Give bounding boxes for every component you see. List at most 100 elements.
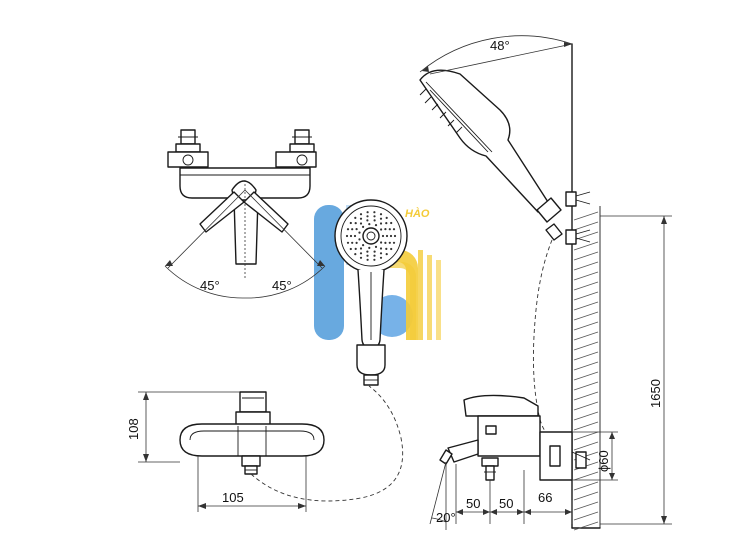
nozzle-dot bbox=[355, 241, 358, 244]
nozzle-dot bbox=[373, 211, 376, 214]
height-total-label: 1650 bbox=[648, 379, 663, 408]
hatch-line bbox=[573, 511, 599, 521]
nozzle-dot bbox=[388, 228, 391, 231]
hatch-line bbox=[573, 521, 599, 531]
offset-wall-label: 66 bbox=[538, 490, 552, 505]
hatch-line bbox=[573, 281, 599, 291]
hatch-line bbox=[573, 311, 599, 321]
shower-head-front bbox=[334, 199, 408, 386]
hatch-line bbox=[573, 271, 599, 281]
hatch-line bbox=[573, 471, 599, 481]
side-elevation: 48° 1650 ϕ60 bbox=[419, 35, 672, 531]
angle-spout-label: 20° bbox=[436, 510, 456, 525]
nozzle-dot bbox=[366, 219, 369, 222]
hatch-line bbox=[573, 221, 599, 231]
hatch-line bbox=[573, 321, 599, 331]
nozzle-dot bbox=[351, 228, 354, 231]
mixer-front-view: 108 105 bbox=[126, 391, 325, 512]
width-mixer-label: 105 bbox=[222, 490, 244, 505]
hatch-line bbox=[573, 441, 599, 451]
nozzle-dot bbox=[354, 216, 357, 219]
nozzle-dot bbox=[355, 228, 358, 231]
nozzle-dot bbox=[384, 228, 387, 231]
nozzle-dot bbox=[380, 228, 383, 231]
nozzle-dot bbox=[393, 234, 397, 238]
hatch-line bbox=[573, 341, 599, 351]
nozzle-dot bbox=[379, 213, 383, 216]
nozzle-dot bbox=[389, 234, 393, 238]
nozzle-dot bbox=[380, 241, 383, 244]
nozzle-dot bbox=[349, 234, 353, 238]
nozzle-dot bbox=[374, 245, 378, 248]
nozzle-dot bbox=[366, 215, 369, 218]
offset-a-label: 50 bbox=[466, 496, 480, 511]
nozzle-dot bbox=[388, 241, 391, 244]
hatch-line bbox=[573, 481, 599, 491]
nozzle-dot bbox=[379, 247, 383, 250]
nozzle-dot bbox=[392, 228, 396, 231]
hatch-line bbox=[573, 241, 599, 251]
hatch-line bbox=[573, 331, 599, 341]
nozzle-dot bbox=[392, 241, 396, 244]
nozzle-dot bbox=[366, 254, 369, 257]
nozzle-dot bbox=[385, 234, 389, 238]
hatch-line bbox=[573, 421, 599, 431]
nozzle-dot bbox=[359, 252, 363, 255]
nozzle-dot bbox=[384, 241, 387, 244]
nozzle-dot bbox=[373, 258, 376, 261]
wall-hatch bbox=[573, 211, 599, 531]
nozzle-dot bbox=[385, 253, 388, 256]
hatch-line bbox=[573, 391, 599, 401]
nozzle-dot bbox=[362, 225, 365, 228]
mixer-top-view: 45° 45° bbox=[164, 129, 326, 299]
height-mixer-label: 108 bbox=[126, 418, 141, 440]
hatch-line bbox=[573, 261, 599, 271]
nozzle-dot bbox=[358, 238, 361, 241]
hatch-line bbox=[573, 401, 599, 411]
nozzle-dot bbox=[354, 253, 357, 256]
nozzle-dot bbox=[373, 215, 376, 218]
hatch-line bbox=[573, 501, 599, 511]
nozzle-dot bbox=[373, 254, 376, 257]
nozzle-dot bbox=[381, 234, 385, 238]
nozzle-dot bbox=[346, 241, 350, 244]
nozzle-dot bbox=[349, 247, 352, 251]
nozzle-dot bbox=[358, 231, 361, 234]
nozzle-dot bbox=[373, 219, 376, 222]
nozzle-dot bbox=[354, 222, 357, 225]
nozzle-dot bbox=[366, 211, 369, 214]
nozzle-dot bbox=[359, 247, 363, 250]
nozzle-dot bbox=[385, 216, 388, 219]
nozzle-dot bbox=[368, 223, 371, 226]
nozzle-dot bbox=[373, 250, 376, 253]
nozzle-dot bbox=[368, 246, 371, 249]
nozzle-dot bbox=[366, 258, 369, 261]
hose-left bbox=[250, 385, 404, 502]
nozzle-dot bbox=[359, 213, 363, 216]
nozzle-dot bbox=[390, 221, 393, 225]
nozzle-dot bbox=[385, 222, 388, 225]
nozzle-dot bbox=[345, 234, 349, 238]
nozzle-dot bbox=[353, 234, 357, 238]
hatch-line bbox=[573, 411, 599, 421]
nozzle-dot bbox=[354, 247, 357, 250]
nozzle-dot bbox=[362, 244, 365, 247]
nozzle-dot bbox=[351, 241, 354, 244]
watermark-text: HÀO bbox=[405, 207, 430, 220]
hatch-line bbox=[573, 251, 599, 261]
nozzle-dot bbox=[359, 222, 363, 225]
angle-shower-label: 48° bbox=[490, 38, 510, 53]
nozzle-dot bbox=[366, 250, 369, 253]
hatch-line bbox=[573, 431, 599, 441]
nozzle-dot bbox=[379, 256, 383, 259]
angle-right-label: 45° bbox=[272, 278, 292, 293]
nozzle-dot bbox=[349, 221, 352, 225]
nozzle-dot bbox=[346, 228, 350, 231]
hatch-line bbox=[573, 351, 599, 361]
nozzle-dot bbox=[379, 222, 383, 225]
diameter-label: ϕ60 bbox=[596, 450, 611, 472]
nozzle-dot bbox=[379, 217, 383, 220]
hose-right bbox=[532, 239, 553, 437]
offset-b-label: 50 bbox=[499, 496, 513, 511]
